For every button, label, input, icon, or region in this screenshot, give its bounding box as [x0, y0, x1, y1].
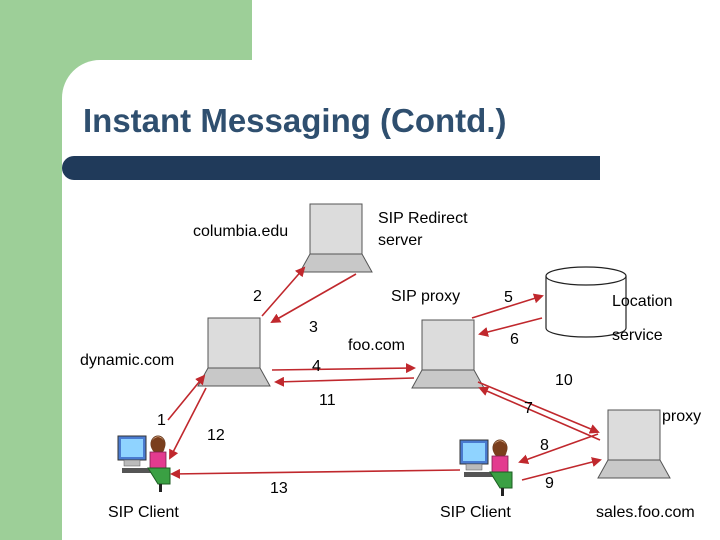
arrow-step-9	[521, 457, 602, 481]
foo-proxy-server-icon	[411, 319, 485, 389]
arrow-step-12	[169, 387, 207, 460]
sip-redirect-server-icon	[299, 203, 373, 273]
step-number: 9	[545, 475, 554, 492]
arrow-step-3	[270, 273, 357, 323]
arrow-step-2	[261, 266, 306, 317]
arrow-step-4	[271, 363, 416, 374]
sip-client-right-user-icon	[459, 439, 513, 497]
title-underline-bar	[62, 156, 600, 180]
arrow-step-7	[477, 381, 600, 434]
sip-client-left-label: SIP Client	[108, 504, 179, 521]
step-number: 12	[207, 427, 225, 444]
step-number: 10	[555, 372, 573, 389]
message-arrows	[167, 266, 602, 481]
sip-proxy-label: SIP proxy	[391, 288, 461, 305]
step-number: 6	[510, 331, 519, 348]
step-number: 11	[319, 392, 336, 409]
arrow-step-8	[518, 433, 599, 465]
step-number: 2	[253, 288, 262, 305]
arrow-step-6	[478, 317, 543, 337]
step-number: 5	[504, 289, 513, 306]
step-number: 7	[524, 400, 533, 417]
columbia-edu-label: columbia.edu	[193, 223, 289, 240]
step-number: 4	[312, 358, 321, 375]
arrow-step-5	[471, 293, 544, 319]
sales-proxy-server-icon	[597, 409, 671, 479]
service-label: service	[612, 327, 663, 344]
sip-client-left-user-icon	[117, 435, 171, 493]
arrow-step-11	[274, 376, 415, 387]
step-number: 8	[540, 437, 549, 454]
sales-foo-com-label: sales.foo.com	[596, 504, 695, 521]
proxy-label: proxy	[662, 408, 702, 425]
location-database-icon	[545, 266, 627, 338]
dynamic-com-label: dynamic.com	[80, 352, 175, 369]
step-number: 3	[309, 319, 318, 336]
dynamic-proxy-server-icon	[197, 317, 271, 387]
arrow-step-10	[478, 386, 601, 441]
arrow-step-1	[167, 374, 206, 421]
arrow-step-13	[170, 468, 461, 479]
sip-redirect-label-line2: server	[378, 232, 423, 249]
foo-com-label: foo.com	[348, 337, 405, 354]
step-number: 1	[157, 412, 166, 429]
sip-redirect-label-line1: SIP Redirect	[378, 210, 468, 227]
slide-title: Instant Messaging (Contd.)	[83, 102, 507, 139]
location-label: Location	[612, 293, 673, 310]
sip-client-right-label: SIP Client	[440, 504, 511, 521]
step-number: 13	[270, 480, 288, 497]
